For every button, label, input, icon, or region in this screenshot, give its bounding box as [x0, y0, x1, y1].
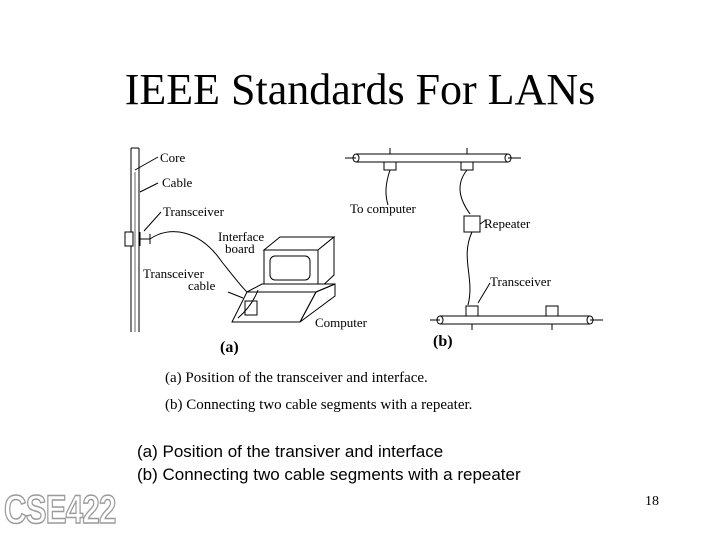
label-to-computer: To computer — [350, 201, 417, 216]
label-core: Core — [160, 150, 186, 165]
repeater-box — [463, 215, 481, 233]
slide-captions: (a) Position of the transiver and interf… — [137, 440, 521, 486]
slide-title: IEEE Standards For LANs — [124, 65, 596, 114]
figure-caption-a: (a) Position of the transceiver and inte… — [165, 370, 428, 386]
label-transceiver-b: Transceiver — [490, 274, 552, 289]
label-repeater: Repeater — [484, 216, 531, 231]
label-interface: Interface — [218, 229, 264, 244]
caption-b: (b) Connecting two cable segments with a… — [137, 465, 521, 484]
sublabel-a: (a) — [220, 339, 239, 356]
label-transceiver-a: Transceiver — [163, 204, 225, 219]
sublabel-b: (b) — [433, 333, 453, 350]
cable-segment-top — [345, 148, 521, 171]
label-computer: Computer — [315, 315, 368, 330]
figure-caption-b: (b) Connecting two cable segments with a… — [165, 397, 472, 413]
caption-a: (a) Position of the transiver and interf… — [137, 442, 444, 461]
label-cable: Cable — [162, 175, 193, 190]
transceiver-box — [124, 231, 151, 247]
cable-segment-bottom — [430, 305, 603, 330]
course-logo: CSE422 — [3, 487, 116, 533]
label-cable-2: cable — [188, 278, 216, 293]
label-board: board — [225, 241, 255, 256]
computer — [231, 235, 336, 323]
label-transceiver-cable: Transceiver — [143, 266, 205, 281]
page-number: 18 — [645, 494, 659, 509]
